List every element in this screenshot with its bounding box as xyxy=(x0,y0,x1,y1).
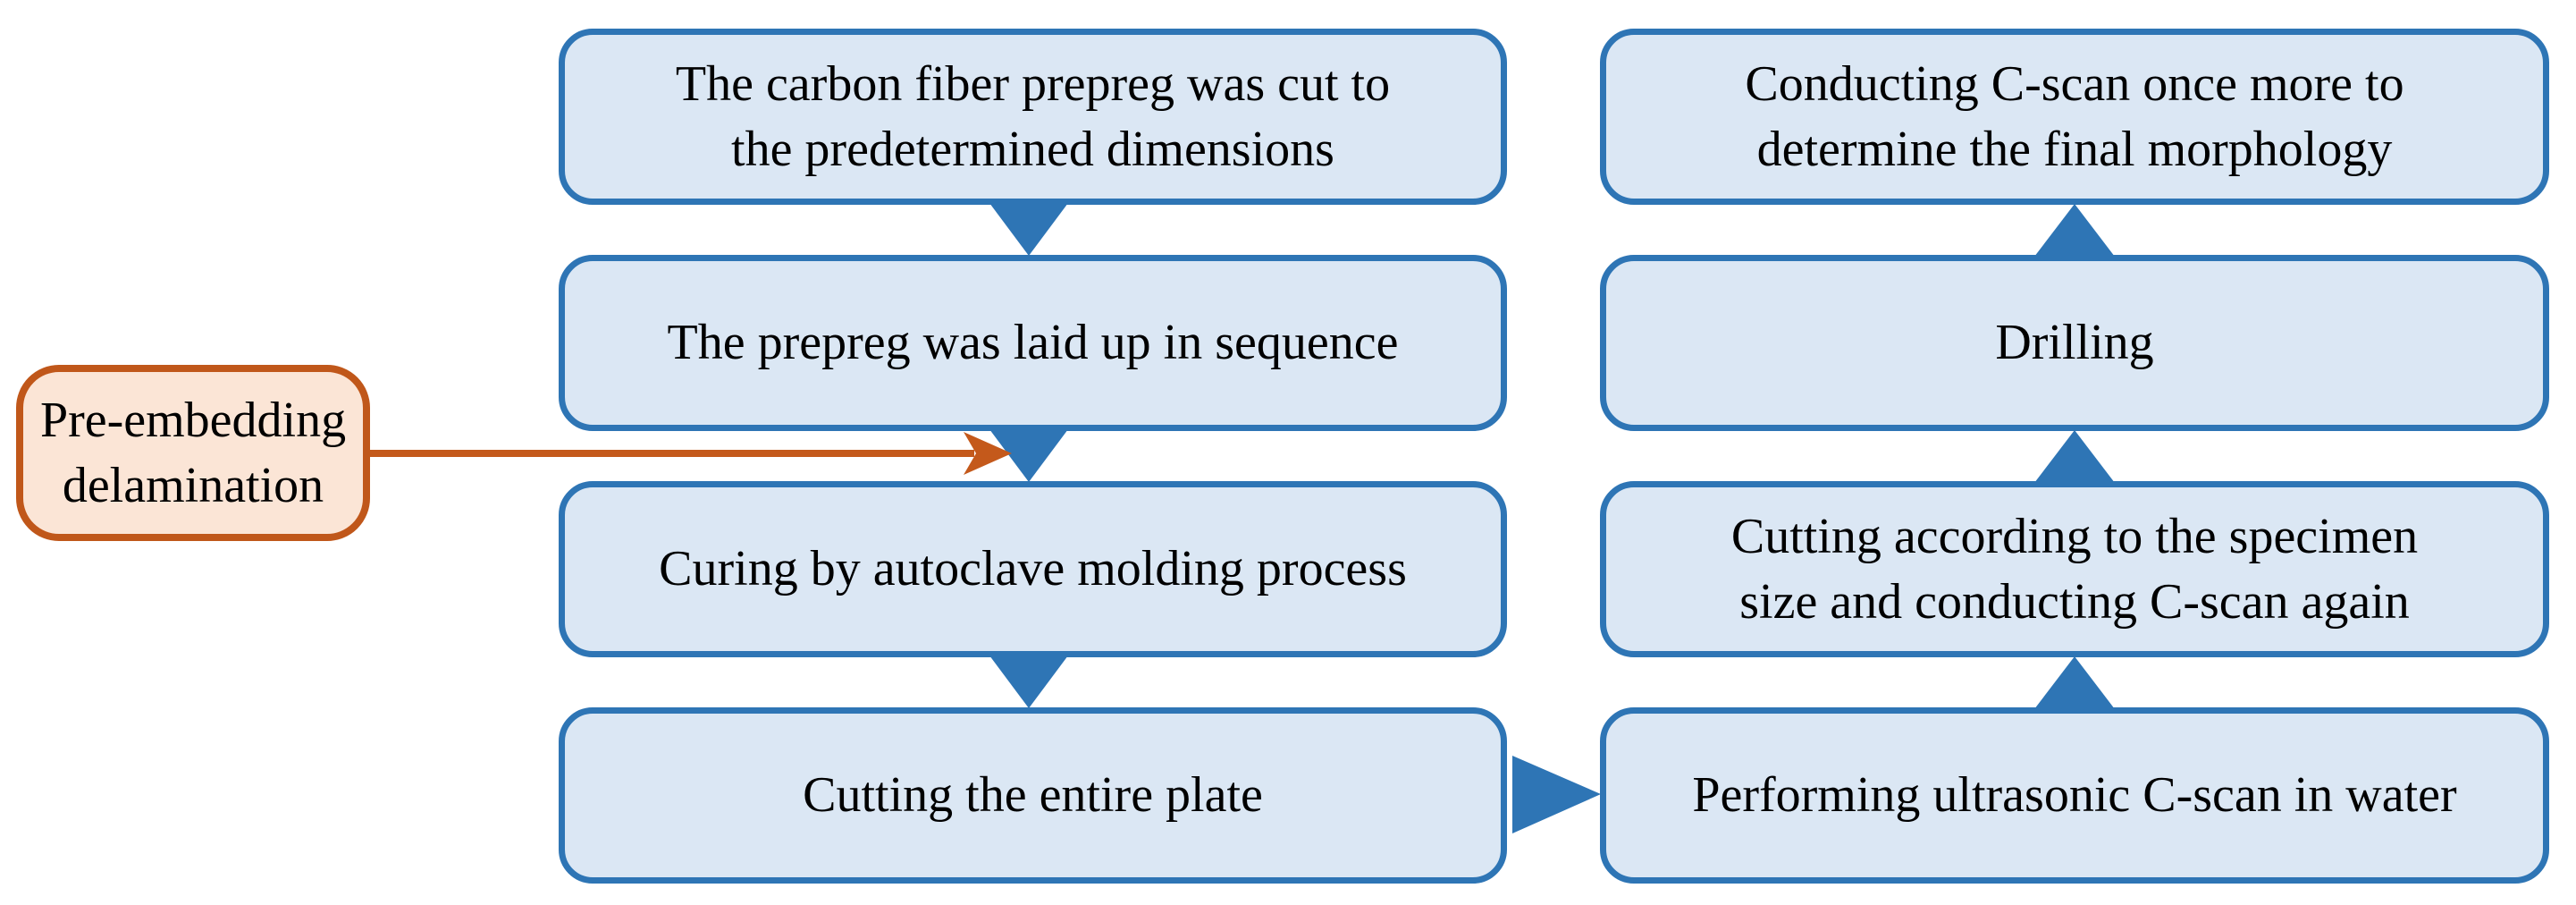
step-cut-specimen-cscan-label: Cutting according to the specimen size a… xyxy=(1730,508,2419,630)
step-drilling-label: Drilling xyxy=(1995,315,2154,371)
annotation-label: Pre-embedding delamination xyxy=(39,392,347,513)
step-cut-prepreg-label: The carbon fiber prepreg was cut to the … xyxy=(675,55,1391,177)
step-curing-label: Curing by autoclave molding process xyxy=(659,541,1407,597)
step-ultrasonic-cscan-label: Performing ultrasonic C-scan in water xyxy=(1692,767,2457,824)
down-arrow-1-icon xyxy=(989,203,1068,256)
step-cut-specimen-cscan: Cutting according to the specimen size a… xyxy=(1600,481,2549,657)
up-arrow-3-icon xyxy=(2034,656,2115,709)
annotation-pre-embedding: Pre-embedding delamination xyxy=(16,365,370,541)
step-cscan-final-label: Conducting C-scan once more to determine… xyxy=(1745,55,2404,177)
step-drilling: Drilling xyxy=(1600,255,2549,431)
step-layup: The prepreg was laid up in sequence xyxy=(559,255,1507,431)
up-arrow-2-icon xyxy=(2034,430,2115,483)
step-cut-plate-label: Cutting the entire plate xyxy=(803,767,1263,824)
down-arrow-2-icon xyxy=(989,429,1068,482)
annotation-arrow-head-icon xyxy=(964,432,1012,475)
right-arrow-icon xyxy=(1512,756,1601,833)
step-cut-plate: Cutting the entire plate xyxy=(559,707,1507,884)
down-arrow-3-icon xyxy=(989,655,1068,708)
step-cscan-final: Conducting C-scan once more to determine… xyxy=(1600,29,2549,205)
step-cut-prepreg: The carbon fiber prepreg was cut to the … xyxy=(559,29,1507,205)
step-ultrasonic-cscan: Performing ultrasonic C-scan in water xyxy=(1600,707,2549,884)
up-arrow-1-icon xyxy=(2034,204,2115,257)
step-layup-label: The prepreg was laid up in sequence xyxy=(667,315,1399,371)
step-curing: Curing by autoclave molding process xyxy=(559,481,1507,657)
